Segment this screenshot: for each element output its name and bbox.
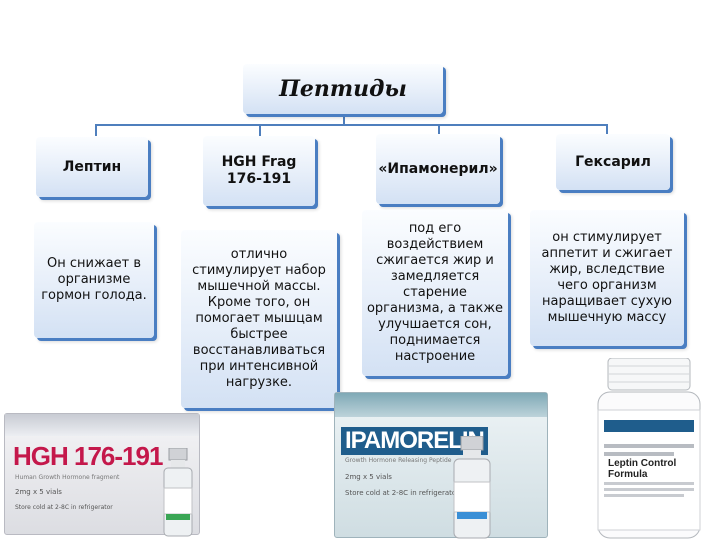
ipamorelin-vial-icon	[448, 436, 496, 540]
hgh-product-dose: 2mg x 5 vials	[15, 488, 62, 496]
hgh-vial-icon	[160, 448, 196, 538]
hgh-product-subtitle: Human Growth Hormone fragment	[15, 474, 119, 481]
hgh-product-name: HGH 176-191	[13, 441, 162, 472]
description-leptin: Он снижает в организме гормон голода.	[34, 222, 154, 338]
ipamorelin-product-dose: 2mg x 5 vials	[345, 473, 392, 481]
ipamorelin-product-subtitle: Growth Hormone Releasing Peptide	[345, 457, 451, 464]
leptin-product-name: Leptin Control Formula	[608, 458, 690, 480]
description-ipamonerel: под его воздействием сжигается жир и зам…	[362, 210, 508, 376]
box-top-strip	[5, 414, 199, 436]
header-ipamonerel: «Ипамонерил»	[376, 134, 500, 204]
leptin-bottle-icon	[594, 358, 704, 540]
ipamorelin-product-storage: Store cold at 2-8C in refrigerator	[345, 489, 459, 497]
description-hgh-frag: отлично стимулирует набор мышечной массы…	[181, 230, 337, 408]
connector-horizontal	[95, 124, 607, 126]
header-leptin: Лептин	[36, 137, 148, 197]
header-geksaril: Гексарил	[556, 134, 670, 190]
connector-col2	[259, 124, 261, 136]
hgh-product-storage: Store cold at 2-8C in refrigerator	[15, 504, 113, 511]
header-hgh-frag: HGH Frag 176-191	[203, 136, 315, 206]
description-geksaril: он стимулирует аппетит и сжигает жир, вс…	[530, 210, 684, 346]
ipamorelin-product-box: IPAMORELIN Growth Hormone Releasing Pept…	[334, 392, 548, 538]
diagram-title: Пептиды	[243, 64, 443, 114]
connector-col1	[95, 124, 97, 136]
box-top-strip	[335, 393, 547, 417]
